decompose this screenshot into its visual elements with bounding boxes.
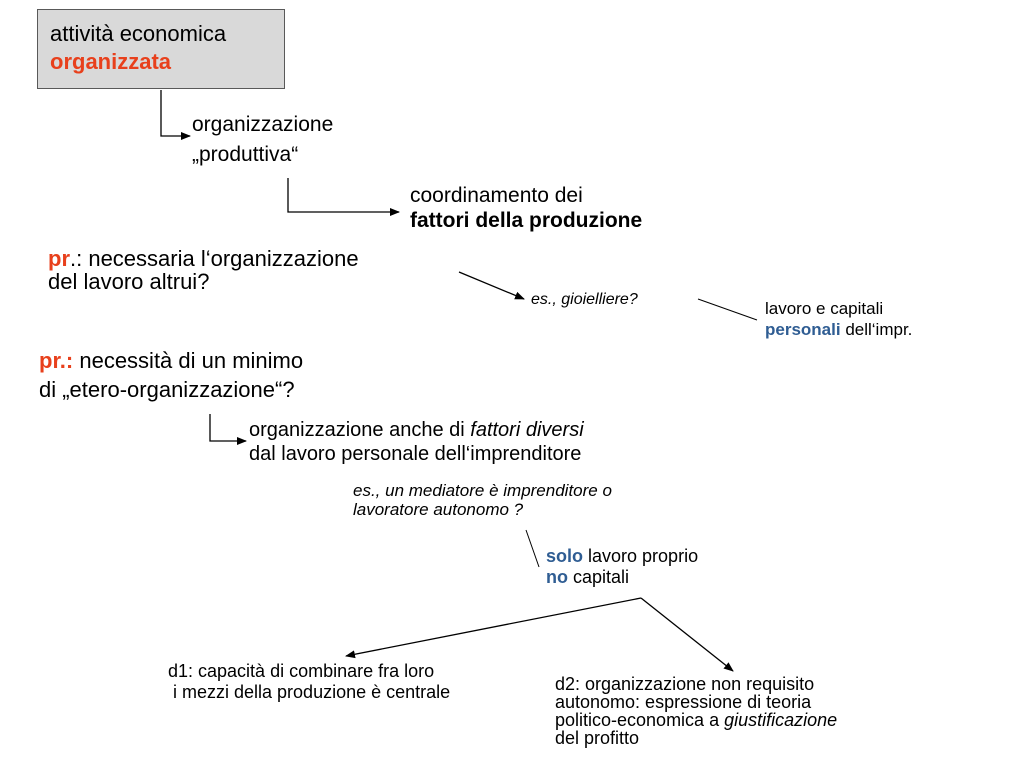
pr1-question: pr.: necessaria l‘organizzazione del lav… [48,247,359,293]
d2-line1: d2: organizzazione non requisito [555,674,815,694]
org-produttiva: organizzazione „produttiva“ [192,110,333,171]
solo-emph: solo [546,546,584,566]
arrow-to-gioielliere [458,271,525,300]
arrow-to-d1 [345,597,642,659]
lavoro-capitali: lavoro e capitali personali dell‘impr. [765,298,912,341]
elbow-arrow-3 [209,414,247,445]
fattori-diversi: organizzazione anche di fattori diversi … [249,418,584,466]
pr2-question: pr.: necessità di un minimo di „etero-or… [39,347,303,404]
line-to-lavoro-capitali [697,298,758,321]
pr2-rest: necessità di un minimo [73,348,304,373]
title-box: attività economica organizzata [37,9,285,89]
org-produttiva-line2: „produttiva“ [192,143,299,167]
elbow-arrow-2 [287,178,400,216]
pr2-line2: di „etero-organizzazione“? [39,376,295,402]
title-line2: organizzata [50,48,172,74]
d2-line3-emph: giustificazione [724,710,838,730]
line-mediatore-to-solo [525,529,540,568]
pr1-prefix: pr [48,246,70,271]
d2-text: d2: organizzazione non requisito autonom… [555,675,837,747]
fattori-diversi-emph: fattori diversi [470,419,584,441]
coordinamento-line1: coordinamento dei [410,184,583,207]
lavoro-capitali-rest: dell‘impr. [840,320,913,340]
es-mediatore: es., un mediatore è imprenditore o lavor… [353,481,612,519]
es-mediatore-line2: lavoratore autonomo ? [353,499,524,519]
d2-line2: autonomo: espressione di teoria [555,692,812,712]
coordinamento: coordinamento dei fattori della produzio… [410,184,642,234]
d2-line4: del profitto [555,728,640,748]
fattori-diversi-line2: dal lavoro personale dell‘imprenditore [249,443,582,465]
lavoro-capitali-line1: lavoro e capitali [765,299,884,318]
d1-line1: d1: capacità di combinare fra loro [168,661,435,681]
solo-rest: lavoro proprio [583,546,699,566]
no-rest: capitali [568,566,630,587]
no-emph: no [546,566,568,587]
title-line1: attività economica [50,21,227,46]
arrow-to-d2 [640,597,734,672]
solo-lavoro: solo lavoro proprio no capitali [546,546,698,587]
d1-line2: i mezzi della produzione è centrale [168,682,451,703]
pr1-rest: .: necessaria l‘organizzazione [70,246,359,271]
d1-text: d1: capacità di combinare fra loro i mez… [168,661,450,703]
coordinamento-line2: fattori della produzione [410,208,643,232]
pr1-line2: del lavoro altrui? [48,269,210,295]
pr2-prefix: pr.: [39,348,74,373]
elbow-arrow-1 [160,90,191,140]
fattori-diversi-pre: organizzazione anche di [249,419,471,441]
lavoro-capitali-emph: personali [765,320,841,340]
d2-line3-pre: politico-economica a [555,710,725,730]
es-mediatore-line1: es., un mediatore è imprenditore o [353,481,612,500]
org-produttiva-line1: organizzazione [192,113,334,136]
es-gioielliere: es., gioielliere? [531,291,638,308]
